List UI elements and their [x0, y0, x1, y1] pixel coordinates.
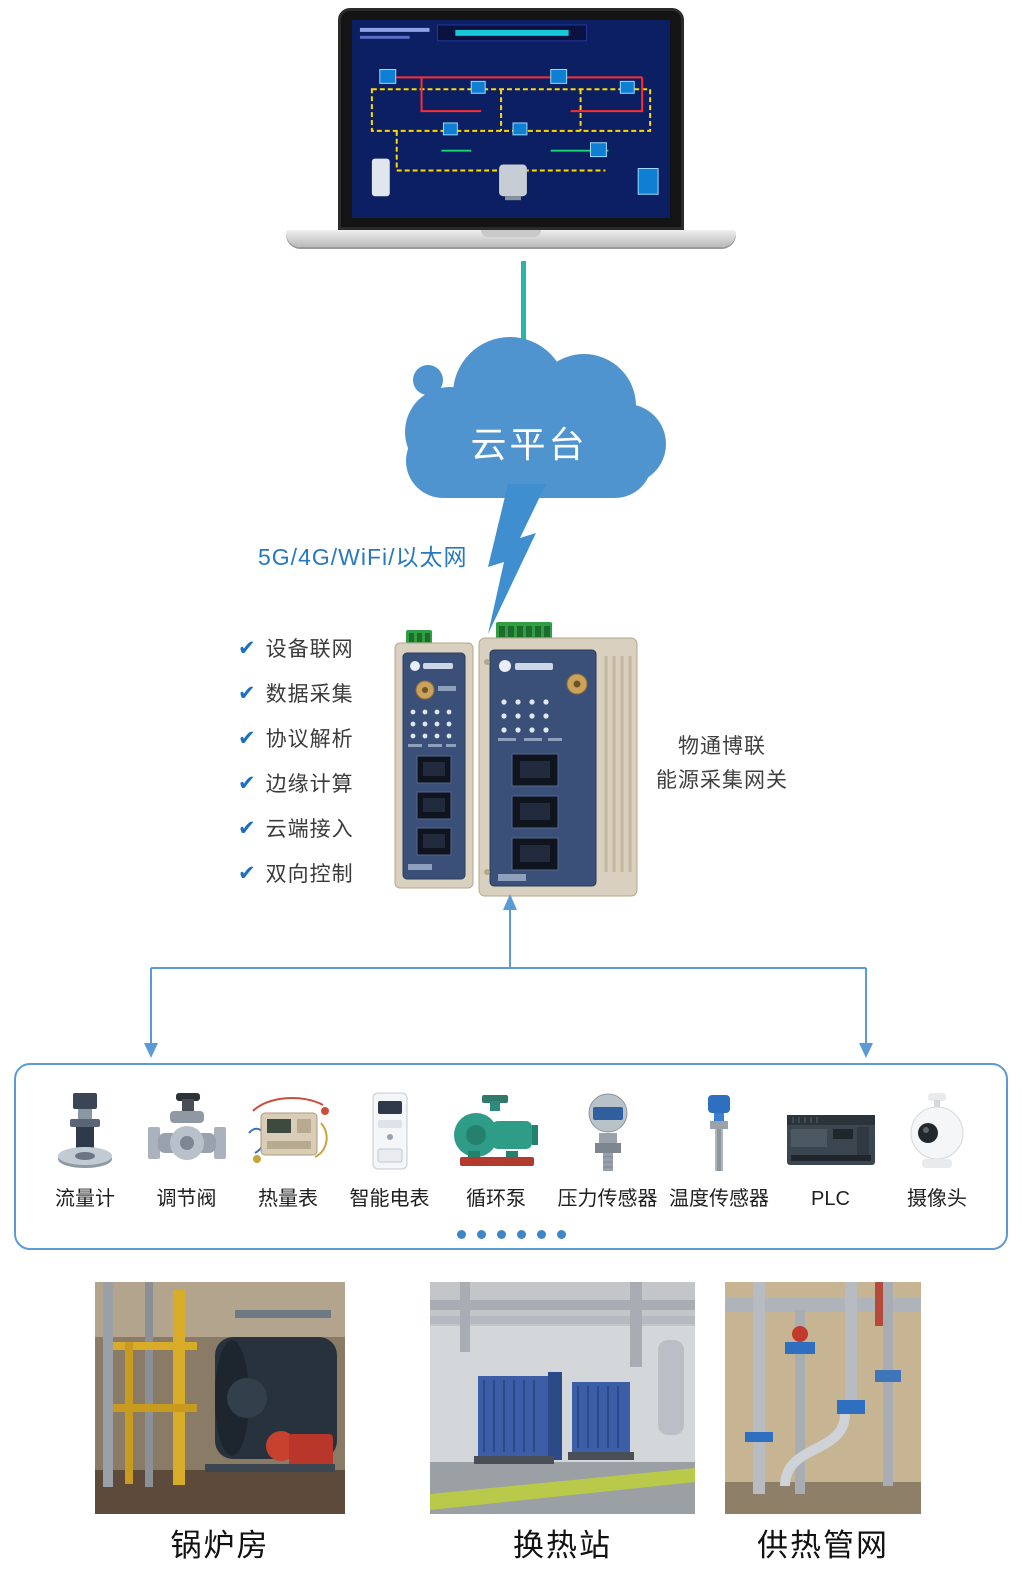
- device-label: 压力传感器: [557, 1188, 658, 1210]
- device-label: 温度传感器: [669, 1188, 769, 1210]
- feature-label: 双向控制: [265, 863, 354, 886]
- check-icon: ✔: [238, 636, 256, 660]
- laptop-screen: [338, 8, 684, 230]
- dot: [536, 1230, 546, 1239]
- device-row: 流量计 调节阀: [16, 1065, 1006, 1211]
- check-icon: ✔: [238, 861, 256, 885]
- heat-meter-icon: [243, 1091, 333, 1176]
- feature-item: ✔ 边缘计算: [238, 769, 354, 797]
- laptop-base: [286, 230, 736, 247]
- device-label: 流量计: [55, 1188, 115, 1210]
- lightning-bolt-icon: [468, 484, 558, 634]
- device-item-heat-meter: 热量表: [243, 1091, 333, 1211]
- field-device-panel: 流量计 调节阀: [14, 1063, 1008, 1250]
- check-icon: ✔: [238, 816, 256, 840]
- device-item-pressure-sensor: 压力传感器: [558, 1091, 658, 1211]
- device-label: 智能电表: [349, 1188, 430, 1210]
- feature-list: ✔ 设备联网 ✔ 数据采集 ✔ 协议解析 ✔ 边缘计算 ✔ 云端接入 ✔ 双向控…: [238, 634, 354, 887]
- check-icon: ✔: [238, 726, 256, 750]
- network-type-label: 5G/4G/WiFi/以太网: [258, 544, 468, 570]
- feature-label: 云端接入: [265, 818, 354, 841]
- feature-item: ✔ 数据采集: [238, 679, 354, 707]
- cloud-label: 云平台: [470, 424, 588, 465]
- feature-label: 边缘计算: [265, 773, 354, 796]
- gateway-name-line1: 物通博联: [678, 735, 766, 758]
- device-label: PLC: [811, 1188, 850, 1210]
- dot: [556, 1230, 566, 1239]
- heat-exchange-station-photo: [430, 1282, 695, 1514]
- scene-caption-heat-exchange-station: 换热站: [513, 1528, 612, 1563]
- scene-caption-boiler-room: 锅炉房: [170, 1528, 270, 1563]
- device-item-camera: 摄像头: [892, 1091, 982, 1211]
- boiler-room-photo: [95, 1282, 345, 1514]
- scene-caption-heating-pipe-network: 供热管网: [757, 1528, 889, 1563]
- pump-icon: [446, 1091, 546, 1176]
- laptop-hinge-notch: [481, 230, 541, 237]
- gateway-device-small: [394, 630, 474, 890]
- check-icon: ✔: [238, 681, 256, 705]
- feature-item: ✔ 云端接入: [238, 814, 354, 842]
- device-label: 摄像头: [907, 1188, 967, 1210]
- dot: [516, 1230, 526, 1239]
- ellipsis-dots: [16, 1230, 1006, 1239]
- dot: [476, 1230, 486, 1239]
- feature-item: ✔ 设备联网: [238, 634, 354, 662]
- gateway-name: 物通博联 能源采集网关: [632, 730, 812, 797]
- connector-arrows: [0, 880, 1022, 1080]
- camera-icon: [892, 1091, 982, 1176]
- pressure-sensor-icon: [563, 1091, 653, 1176]
- smart-meter-icon: [345, 1091, 435, 1176]
- gateway-name-line2: 能源采集网关: [656, 768, 788, 792]
- feature-label: 数据采集: [265, 683, 354, 706]
- device-item-plc: PLC: [781, 1097, 881, 1211]
- device-item-temperature-sensor: 温度传感器: [669, 1091, 769, 1211]
- device-item-circulation-pump: 循环泵: [446, 1091, 546, 1211]
- plc-icon: [781, 1097, 881, 1182]
- dot: [496, 1230, 506, 1239]
- feature-label: 协议解析: [265, 728, 354, 751]
- gateway-device-large: [478, 622, 638, 897]
- scada-mockup: [352, 20, 670, 218]
- device-label: 调节阀: [156, 1188, 217, 1210]
- feature-label: 设备联网: [265, 638, 354, 661]
- heating-pipe-network-photo: [725, 1282, 921, 1514]
- device-label: 循环泵: [466, 1188, 526, 1210]
- device-item-smart-meter: 智能电表: [345, 1091, 435, 1211]
- device-item-regulating-valve: 调节阀: [142, 1091, 232, 1211]
- device-item-flow-meter: 流量计: [40, 1091, 130, 1211]
- valve-icon: [142, 1091, 232, 1176]
- dot: [456, 1230, 466, 1239]
- check-icon: ✔: [238, 771, 256, 795]
- feature-item: ✔ 协议解析: [238, 724, 354, 752]
- connector-laptop-cloud: [521, 261, 526, 357]
- feature-item: ✔ 双向控制: [238, 859, 354, 887]
- temperature-sensor-icon: [674, 1091, 764, 1176]
- device-label: 热量表: [258, 1188, 318, 1210]
- cloud-icon: [405, 337, 666, 498]
- flow-meter-icon: [40, 1091, 130, 1176]
- cloud-platform: 云平台: [388, 332, 670, 504]
